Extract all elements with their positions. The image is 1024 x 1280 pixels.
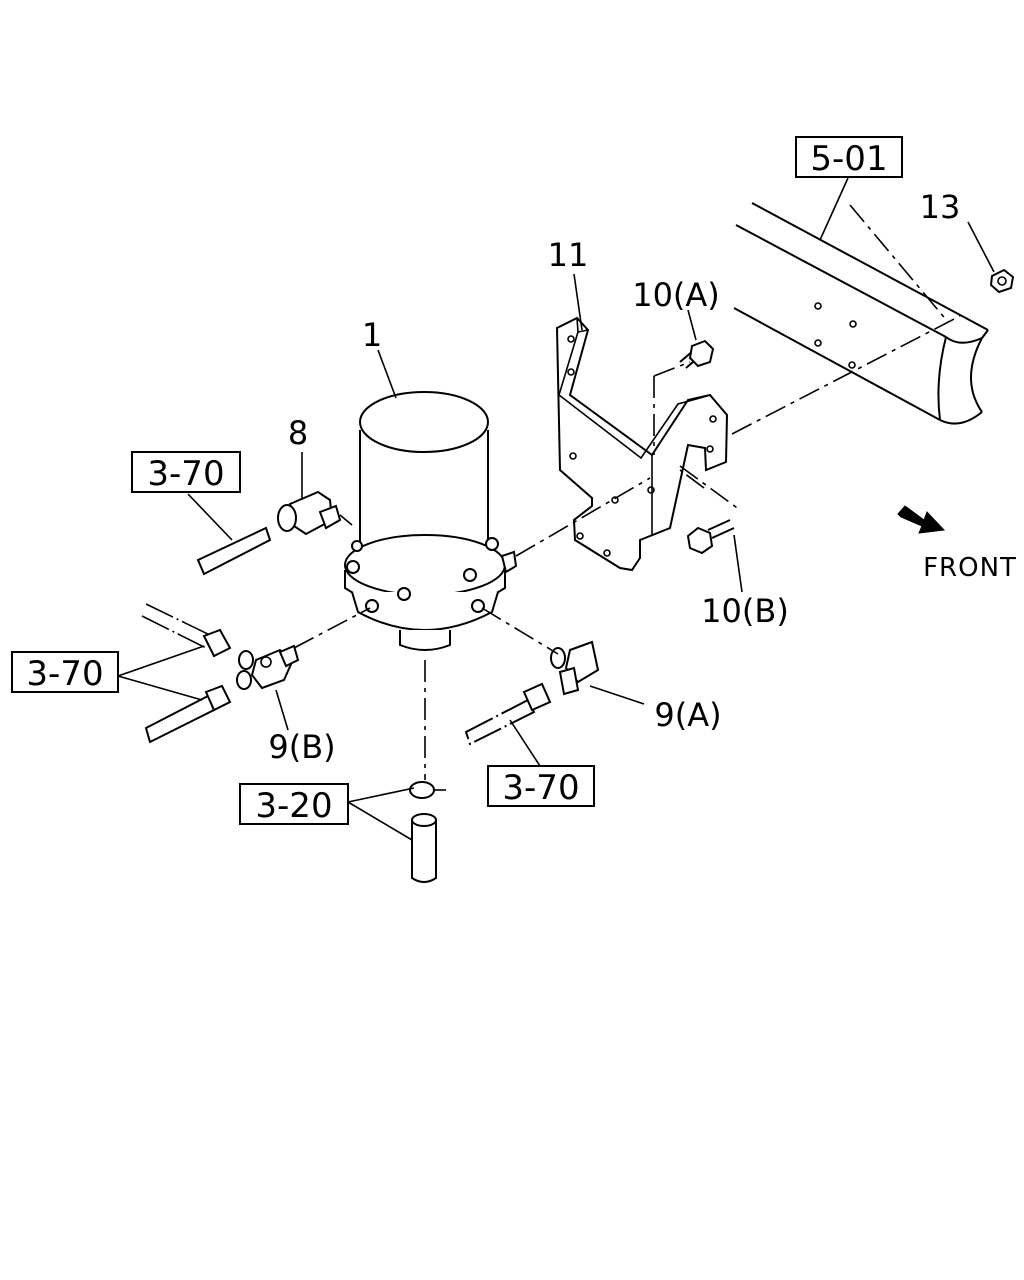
label-9b: 9(B) [268,728,335,766]
label-11: 11 [548,236,589,274]
front-label: FRONT [923,553,1017,583]
ref-3-70-bottom: 3-70 [502,768,579,808]
elbow-fitting-9a [550,640,600,696]
label-9a: 9(A) [654,696,721,734]
tee-fitting-9b [236,644,300,690]
label-1: 1 [362,316,382,354]
ref-box-3-70-left [11,651,119,693]
bolt-10b [686,519,735,555]
ref-3-70-top: 3-70 [147,454,224,494]
label-10a: 10(A) [632,276,720,314]
assembly-lines [293,204,961,780]
label-13: 13 [920,188,961,226]
bolt-10a [679,339,715,369]
front-arrow-icon [897,505,946,534]
ref-box-3-70-top [131,451,241,493]
ref-5-01: 5-01 [810,139,887,179]
nut-13 [989,268,1015,294]
label-10b: 10(B) [701,592,789,630]
fitting-8 [277,490,353,536]
ref-3-20: 3-20 [255,786,332,826]
hoses [141,526,552,746]
air-dryer [344,391,518,651]
leader-lines [117,177,995,841]
ref-box-3-70-bottom [487,765,595,807]
ref-3-70-left: 3-70 [26,654,103,694]
ref-box-5-01 [795,136,903,178]
label-8: 8 [288,414,308,452]
frame-rail [733,202,989,425]
clamp-and-sleeve [409,781,446,883]
ref-box-3-20 [239,783,349,825]
